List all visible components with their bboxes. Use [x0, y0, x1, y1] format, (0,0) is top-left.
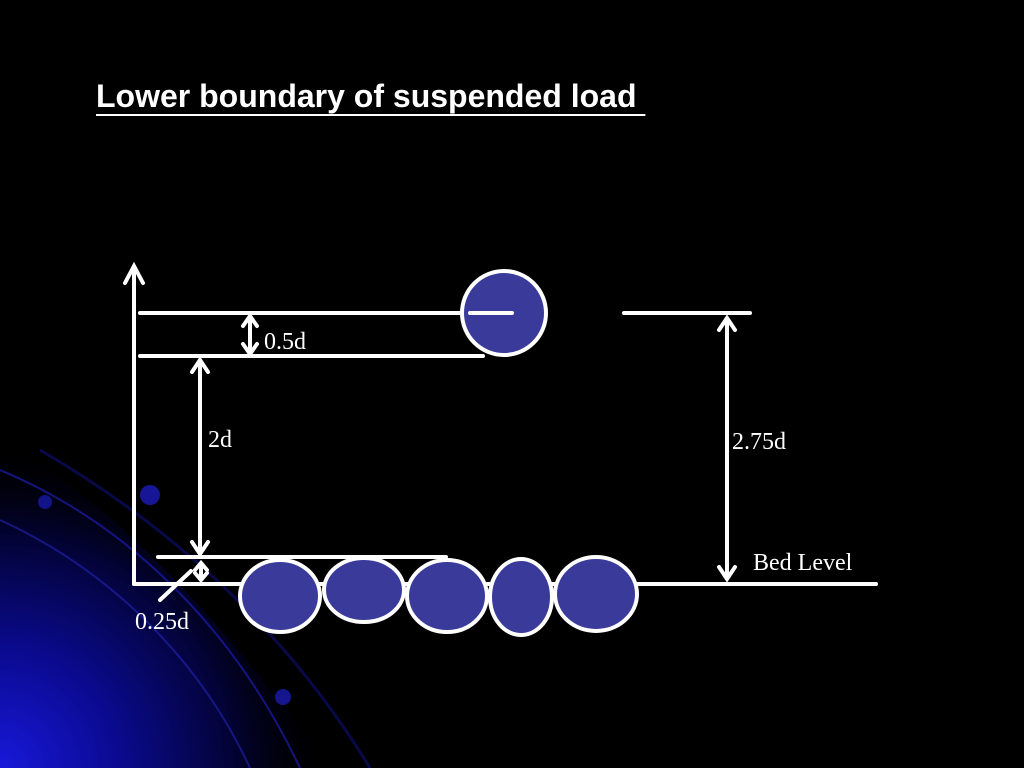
- label-0.5d: 0.5d: [264, 329, 306, 355]
- pointer-0.25d: [158, 569, 193, 602]
- bed-particle: [553, 555, 639, 633]
- label-bed-level: Bed Level: [753, 550, 853, 576]
- label-2.75d: 2.75d: [732, 429, 786, 455]
- vertical-axis-arrowhead: [123, 261, 145, 285]
- bed-particle: [238, 558, 322, 634]
- bed-particle: [322, 556, 406, 624]
- slide-title: Lower boundary of suspended load: [96, 78, 646, 114]
- bed-particle: [488, 557, 554, 637]
- bed-particle: [405, 558, 489, 634]
- label-2d: 2d: [208, 427, 232, 453]
- label-0.25d: 0.25d: [135, 609, 189, 635]
